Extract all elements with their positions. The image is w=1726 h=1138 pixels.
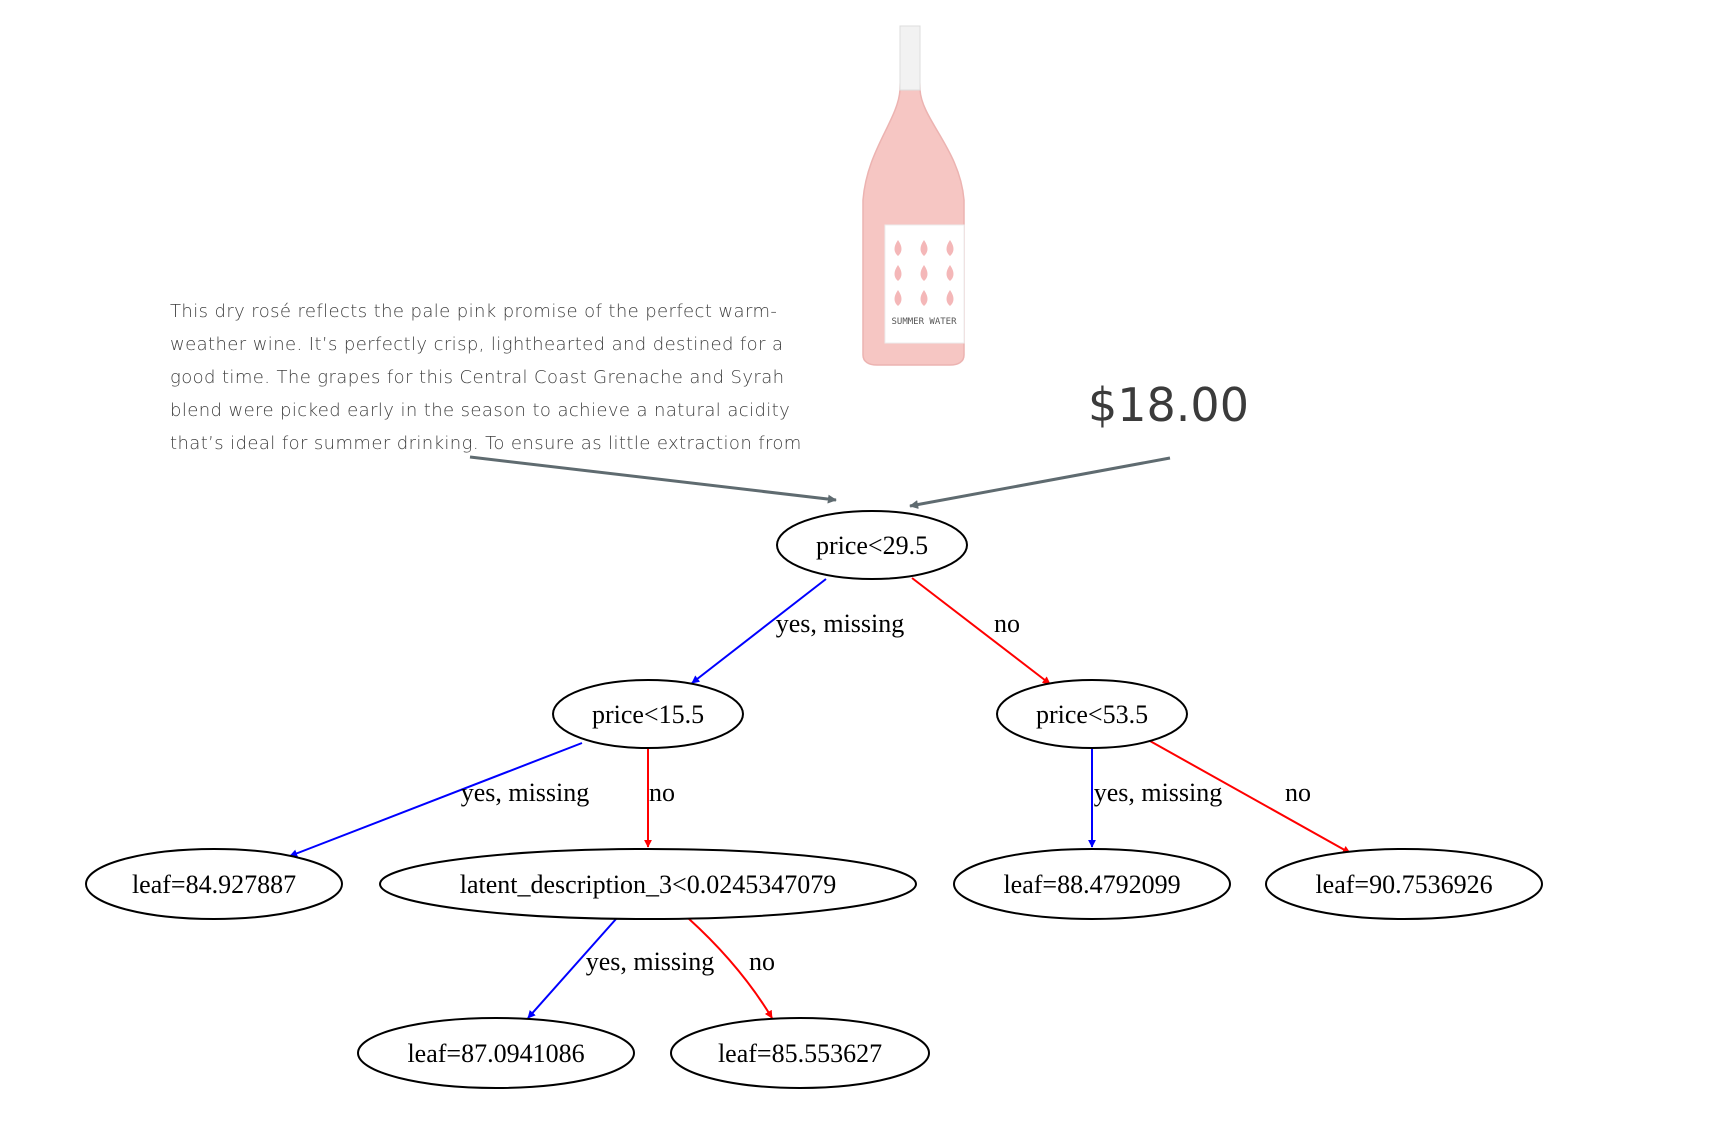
description-line: that’s ideal for summer drinking. To ens…: [170, 433, 802, 454]
edge-label-n1-n4: no: [649, 778, 675, 807]
description-input-arrow: [469, 455, 837, 504]
tree-node-n7: leaf=87.0941086: [357, 1017, 635, 1089]
edge-label-n2-n6: no: [1285, 778, 1311, 807]
description-line: good time. The grapes for this Central C…: [170, 367, 785, 388]
node-ellipse: [996, 679, 1188, 749]
tree-node-n1: price<15.5: [552, 679, 744, 749]
node-ellipse: [357, 1017, 635, 1089]
node-label: leaf=90.7536926: [1315, 870, 1492, 899]
description-line: weather wine. It’s perfectly crisp, ligh…: [170, 334, 784, 355]
node-label: price<15.5: [592, 700, 704, 729]
edge-n0-n2: [911, 577, 1051, 685]
tree-node-n8: leaf=85.553627: [670, 1017, 930, 1089]
node-ellipse: [1265, 848, 1543, 920]
node-ellipse: [85, 848, 343, 920]
edge-label-n0-n1: yes, missing: [776, 609, 905, 638]
edge-label-n4-n8: no: [749, 947, 775, 976]
edge-n2-n6: [1149, 740, 1351, 854]
node-label: leaf=85.553627: [718, 1039, 882, 1068]
node-ellipse: [670, 1017, 930, 1089]
tree-node-n4: latent_description_3<0.0245347079: [379, 848, 917, 920]
price-label: $18.00: [1088, 378, 1249, 432]
edge-n4-n8: [687, 917, 773, 1019]
tree-node-n2: price<53.5: [996, 679, 1188, 749]
description-line: blend were picked early in the season to…: [170, 400, 791, 421]
node-ellipse: [379, 848, 917, 920]
node-ellipse: [776, 510, 968, 580]
node-label: leaf=88.4792099: [1003, 870, 1180, 899]
node-label: latent_description_3<0.0245347079: [460, 870, 836, 899]
tree-node-n3: leaf=84.927887: [85, 848, 343, 920]
bottle-label-text: SUMMER WATER: [891, 317, 957, 327]
description-line: This dry rosé reflects the pale pink pro…: [170, 301, 778, 322]
node-ellipse: [953, 848, 1231, 920]
wine-description: This dry rosé reflects the pale pink pro…: [170, 295, 820, 460]
node-ellipse: [552, 679, 744, 749]
tree-node-n6: leaf=90.7536926: [1265, 848, 1543, 920]
edge-label-n4-n7: yes, missing: [586, 947, 715, 976]
node-label: leaf=84.927887: [132, 870, 296, 899]
tree-node-n0: price<29.5: [776, 510, 968, 580]
edge-n1-n3: [289, 742, 583, 858]
edge-n4-n7: [527, 918, 617, 1019]
node-label: price<29.5: [816, 531, 928, 560]
edge-label-n2-n5: yes, missing: [1094, 778, 1223, 807]
wine-bottle-image: SUMMER WATER: [862, 25, 965, 366]
edge-n0-n1: [691, 578, 827, 684]
node-label: price<53.5: [1036, 700, 1148, 729]
node-label: leaf=87.0941086: [407, 1039, 584, 1068]
drop-pattern: [894, 240, 954, 306]
price-input-arrow: [909, 456, 1171, 509]
tree-node-n5: leaf=88.4792099: [953, 848, 1231, 920]
edge-label-n1-n3: yes, missing: [461, 778, 590, 807]
edge-label-n0-n2: no: [994, 609, 1020, 638]
